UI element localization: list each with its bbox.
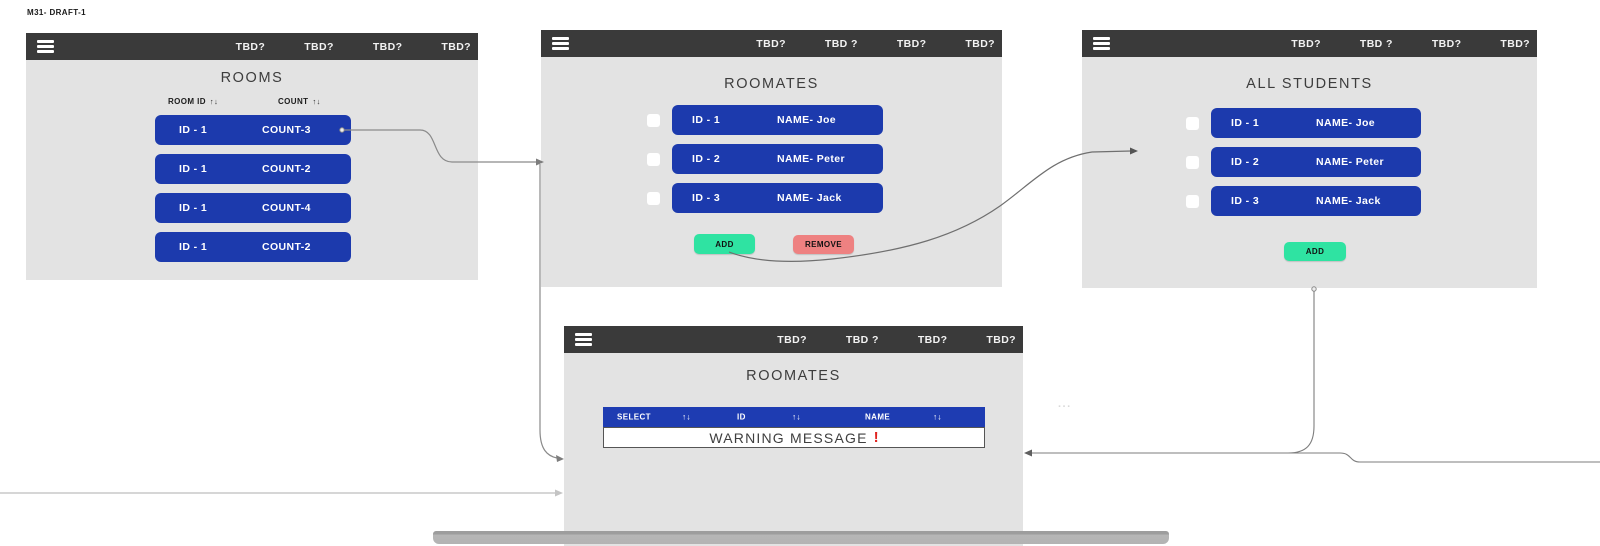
sort-icon: ↑↓ bbox=[312, 97, 321, 106]
nav-menu: TBD? TBD ? TBD? TBD? bbox=[777, 334, 1023, 346]
row-checkbox[interactable] bbox=[1186, 155, 1199, 169]
nav-item-tbd[interactable]: TBD? bbox=[304, 40, 334, 53]
room-id: ID - 1 bbox=[179, 241, 208, 253]
nav-item-tbd[interactable]: TBD? bbox=[917, 333, 948, 346]
laptop-base bbox=[433, 531, 1169, 544]
nav-item-tbd[interactable]: TBD? bbox=[777, 333, 807, 346]
student-name: NAME- Joe bbox=[777, 114, 837, 126]
table-header: SELECT ↑↓ ID ↑↓ NAME ↑↓ bbox=[603, 407, 985, 427]
panel-all-students: TBD? TBD ? TBD? TBD? ALL STUDENTS ID - 1… bbox=[1082, 30, 1537, 288]
roomate-row[interactable]: ID - 3 NAME- Jack bbox=[672, 183, 883, 213]
nav-item-tbd[interactable]: TBD? bbox=[1500, 37, 1530, 50]
rooms-list: ID - 1 COUNT-3 ID - 1 COUNT-2 ID - 1 COU… bbox=[155, 115, 351, 271]
table-header-id[interactable]: ID bbox=[737, 412, 746, 422]
student-name: NAME- Peter bbox=[777, 153, 845, 165]
hamburger-menu-icon[interactable] bbox=[575, 333, 592, 346]
remove-button[interactable]: REMOVE bbox=[793, 235, 854, 254]
nav-item-tbd[interactable]: TBD ? bbox=[845, 333, 879, 346]
panel-title: ROOMS bbox=[220, 70, 284, 86]
nav-item-tbd[interactable]: TBD? bbox=[441, 40, 471, 53]
row-checkbox[interactable] bbox=[647, 191, 660, 205]
warning-exclamation-icon: ! bbox=[873, 429, 879, 446]
panel-roomates-table: TBD? TBD ? TBD? TBD? ROOMATES SELECT ↑↓ … bbox=[564, 326, 1023, 546]
hamburger-menu-icon[interactable] bbox=[1093, 37, 1110, 50]
room-id: ID - 1 bbox=[179, 163, 208, 175]
students-list: ID - 1 NAME- Joe ID - 2 NAME- Peter ID -… bbox=[1186, 108, 1421, 225]
sort-icon[interactable]: ↑↓ bbox=[933, 412, 942, 422]
warning-message: WARNING MESSAGE bbox=[709, 429, 868, 446]
header-bar: TBD? TBD? TBD? TBD? bbox=[26, 33, 478, 60]
row-checkbox[interactable] bbox=[647, 113, 660, 127]
table-header-name[interactable]: NAME bbox=[865, 412, 891, 422]
row-checkbox[interactable] bbox=[647, 152, 660, 166]
room-row[interactable]: ID - 1 COUNT-4 bbox=[155, 193, 351, 223]
sort-icon: ↑↓ bbox=[209, 97, 219, 106]
nav-menu: TBD? TBD? TBD? TBD? bbox=[236, 41, 478, 53]
panel-title: ALL STUDENTS bbox=[1246, 76, 1373, 92]
sort-icon[interactable]: ↑↓ bbox=[792, 412, 801, 422]
student-id: ID - 2 bbox=[1231, 156, 1260, 168]
nav-menu: TBD? TBD ? TBD? TBD? bbox=[756, 38, 1002, 50]
nav-menu: TBD? TBD ? TBD? TBD? bbox=[1291, 38, 1537, 50]
room-count: COUNT-4 bbox=[262, 202, 311, 214]
nav-item-tbd[interactable]: TBD? bbox=[896, 37, 927, 50]
nav-item-tbd[interactable]: TBD? bbox=[756, 37, 786, 50]
nav-item-tbd[interactable]: TBD? bbox=[372, 40, 403, 53]
column-header-count[interactable]: COUNT↑↓ bbox=[278, 97, 321, 106]
room-count: COUNT-2 bbox=[262, 241, 311, 253]
student-name: NAME- Jack bbox=[777, 192, 842, 204]
sort-icon[interactable]: ↑↓ bbox=[682, 412, 691, 422]
nav-item-tbd[interactable]: TBD ? bbox=[824, 37, 858, 50]
document-title: M31- DRAFT-1 bbox=[27, 8, 87, 17]
student-id: ID - 3 bbox=[1231, 195, 1260, 207]
hamburger-menu-icon[interactable] bbox=[37, 40, 54, 53]
nav-item-tbd[interactable]: TBD? bbox=[965, 37, 995, 50]
room-row[interactable]: ID - 1 COUNT-2 bbox=[155, 232, 351, 262]
ellipsis-dots: ... bbox=[1058, 398, 1072, 410]
panel-title: ROOMATES bbox=[724, 76, 819, 92]
nav-item-tbd[interactable]: TBD? bbox=[1431, 37, 1462, 50]
nav-item-tbd[interactable]: TBD? bbox=[235, 40, 266, 53]
room-id: ID - 1 bbox=[179, 124, 208, 136]
column-label: COUNT bbox=[278, 97, 309, 106]
student-name: NAME- Peter bbox=[1316, 156, 1384, 168]
nav-item-tbd[interactable]: TBD? bbox=[986, 333, 1016, 346]
student-id: ID - 3 bbox=[692, 192, 721, 204]
column-label: ROOM ID bbox=[168, 97, 206, 106]
student-name: NAME- Joe bbox=[1316, 117, 1376, 129]
room-id: ID - 1 bbox=[179, 202, 208, 214]
hamburger-menu-icon[interactable] bbox=[552, 37, 569, 50]
table-header-select[interactable]: SELECT bbox=[617, 412, 651, 422]
room-count: COUNT-3 bbox=[262, 124, 311, 136]
roomates-list: ID - 1 NAME- Joe ID - 2 NAME- Peter ID -… bbox=[647, 105, 883, 222]
header-bar: TBD? TBD ? TBD? TBD? bbox=[564, 326, 1023, 353]
header-bar: TBD? TBD ? TBD? TBD? bbox=[541, 30, 1002, 57]
panel-roomates: TBD? TBD ? TBD? TBD? ROOMATES ID - 1 NAM… bbox=[541, 30, 1002, 287]
student-row[interactable]: ID - 1 NAME- Joe bbox=[1211, 108, 1421, 138]
room-count: COUNT-2 bbox=[262, 163, 311, 175]
nav-item-tbd[interactable]: TBD ? bbox=[1359, 37, 1393, 50]
column-header-room-id[interactable]: ROOM ID↑↓ bbox=[168, 97, 218, 106]
student-id: ID - 2 bbox=[692, 153, 721, 165]
student-id: ID - 1 bbox=[692, 114, 721, 126]
row-checkbox[interactable] bbox=[1186, 116, 1199, 130]
room-row[interactable]: ID - 1 COUNT-2 bbox=[155, 154, 351, 184]
add-button[interactable]: ADD bbox=[1284, 242, 1346, 261]
row-checkbox[interactable] bbox=[1186, 194, 1199, 208]
student-row[interactable]: ID - 3 NAME- Jack bbox=[1211, 186, 1421, 216]
roomate-row[interactable]: ID - 2 NAME- Peter bbox=[672, 144, 883, 174]
panel-rooms: TBD? TBD? TBD? TBD? ROOMS ROOM ID↑↓ COUN… bbox=[26, 33, 478, 280]
panel-title: ROOMATES bbox=[746, 368, 841, 384]
student-row[interactable]: ID - 2 NAME- Peter bbox=[1211, 147, 1421, 177]
room-row[interactable]: ID - 1 COUNT-3 bbox=[155, 115, 351, 145]
warning-row: WARNING MESSAGE ! bbox=[603, 427, 985, 448]
roomate-row[interactable]: ID - 1 NAME- Joe bbox=[672, 105, 883, 135]
student-name: NAME- Jack bbox=[1316, 195, 1381, 207]
student-id: ID - 1 bbox=[1231, 117, 1260, 129]
nav-item-tbd[interactable]: TBD? bbox=[1291, 37, 1321, 50]
add-button[interactable]: ADD bbox=[694, 234, 755, 254]
header-bar: TBD? TBD ? TBD? TBD? bbox=[1082, 30, 1537, 57]
